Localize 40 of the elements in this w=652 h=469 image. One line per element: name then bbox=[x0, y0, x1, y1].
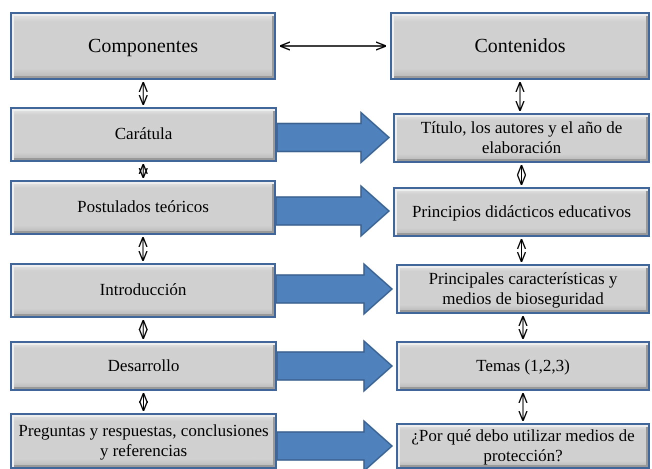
double-arrow bbox=[138, 236, 148, 262]
process-box bbox=[396, 423, 650, 469]
double-arrow bbox=[138, 81, 148, 106]
process-box bbox=[10, 413, 277, 469]
double-arrow bbox=[516, 238, 526, 263]
process-box bbox=[396, 341, 650, 391]
block-arrow bbox=[276, 110, 390, 164]
double-arrow bbox=[515, 81, 525, 112]
double-arrow bbox=[518, 392, 528, 422]
process-box bbox=[393, 187, 650, 237]
process-box bbox=[396, 264, 650, 314]
box-label: Desarrollo bbox=[108, 356, 180, 376]
box-label: Preguntas y respuestas, conclusiones y referencias bbox=[17, 420, 270, 462]
process-box bbox=[390, 12, 650, 80]
box-label: ¿Por qué debo utilizar medios de protección? bbox=[410, 426, 636, 466]
double-arrow bbox=[518, 315, 528, 340]
process-box bbox=[10, 107, 277, 162]
block-arrow bbox=[276, 419, 394, 469]
box-label: Introducción bbox=[100, 280, 186, 301]
process-box bbox=[393, 113, 650, 163]
double-arrow bbox=[138, 392, 148, 412]
box-label: Título, los autores y el año de elaboración bbox=[420, 118, 624, 158]
box-label: Componentes bbox=[88, 34, 198, 58]
process-box bbox=[10, 180, 276, 235]
double-arrow bbox=[279, 41, 387, 51]
double-arrow bbox=[138, 163, 148, 179]
process-box bbox=[10, 12, 276, 80]
double-arrow bbox=[138, 319, 148, 340]
process-box bbox=[10, 341, 277, 391]
block-arrow bbox=[276, 339, 394, 393]
box-label: Temas (1,2,3) bbox=[476, 356, 570, 376]
box-label: Contenidos bbox=[474, 34, 566, 58]
box-label: Principales características y medios de bioseguridad bbox=[428, 268, 618, 310]
block-arrow bbox=[275, 184, 390, 238]
box-label: Carátula bbox=[114, 124, 172, 145]
block-arrow bbox=[275, 262, 394, 316]
double-arrow bbox=[516, 164, 526, 186]
process-box bbox=[10, 263, 276, 318]
box-label: Principios didácticos educativos bbox=[412, 202, 632, 222]
box-label: Postulados teóricos bbox=[77, 197, 209, 218]
